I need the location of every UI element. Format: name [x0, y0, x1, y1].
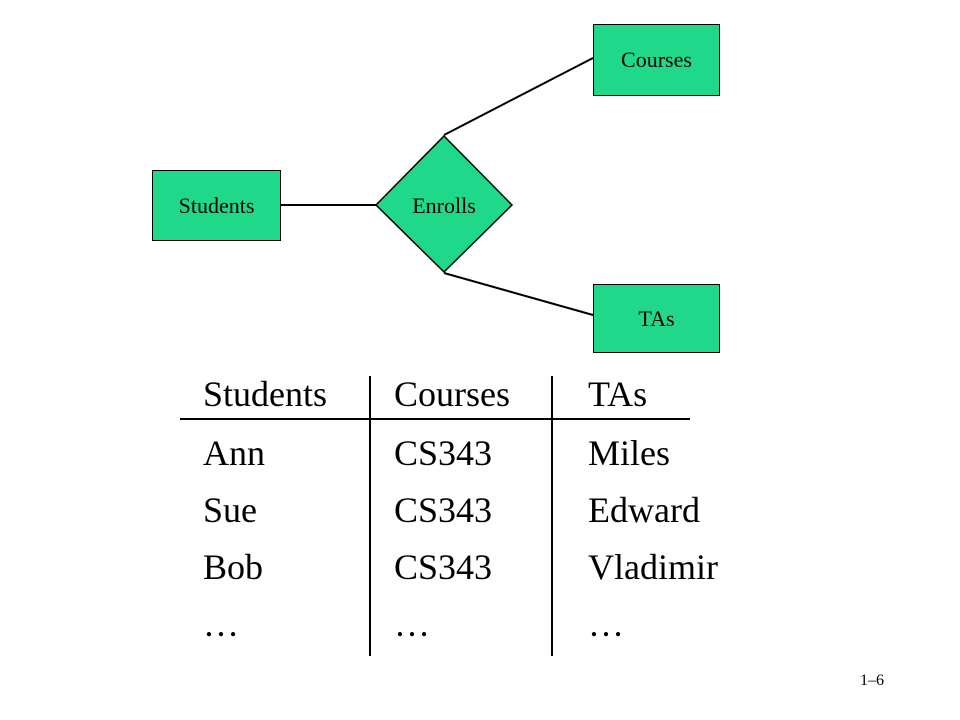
table-cell: Vladimir	[588, 547, 718, 587]
enrolls-tas-connector	[443, 272, 594, 316]
entity-tas-label: TAs	[638, 305, 675, 331]
table-header-divider	[180, 418, 690, 420]
entity-courses-label: Courses	[621, 47, 692, 72]
table-header-tas: TAs	[588, 374, 648, 414]
table-cell: CS343	[394, 490, 493, 530]
table-header-courses: Courses	[394, 374, 510, 414]
table-cell: Sue	[203, 490, 257, 530]
table-cell: Edward	[588, 490, 700, 530]
table-cell: CS343	[394, 547, 493, 587]
table-column-divider-1	[369, 376, 371, 656]
entity-students: Students	[152, 170, 281, 241]
table-cell: Miles	[588, 433, 671, 473]
table-cell: …	[203, 604, 239, 644]
table-cell: Ann	[203, 433, 265, 473]
page-number: 1–6	[860, 672, 884, 689]
entity-courses: Courses	[593, 24, 720, 96]
enrolls-diamond	[374, 134, 514, 274]
table-cell: Bob	[203, 547, 264, 587]
entity-students-label: Students	[178, 192, 255, 218]
table-column-divider-2	[551, 376, 553, 656]
relationship-enrolls-text: Enrolls	[412, 193, 476, 218]
table-cell: …	[394, 604, 430, 644]
enrolls-courses-connector	[443, 57, 594, 136]
relationship-enrolls-label: Enrolls	[376, 190, 512, 222]
table-cell: CS343	[394, 433, 493, 473]
entity-tas: TAs	[593, 284, 720, 353]
table-cell: …	[588, 604, 624, 644]
table-header-students: Students	[203, 374, 328, 414]
